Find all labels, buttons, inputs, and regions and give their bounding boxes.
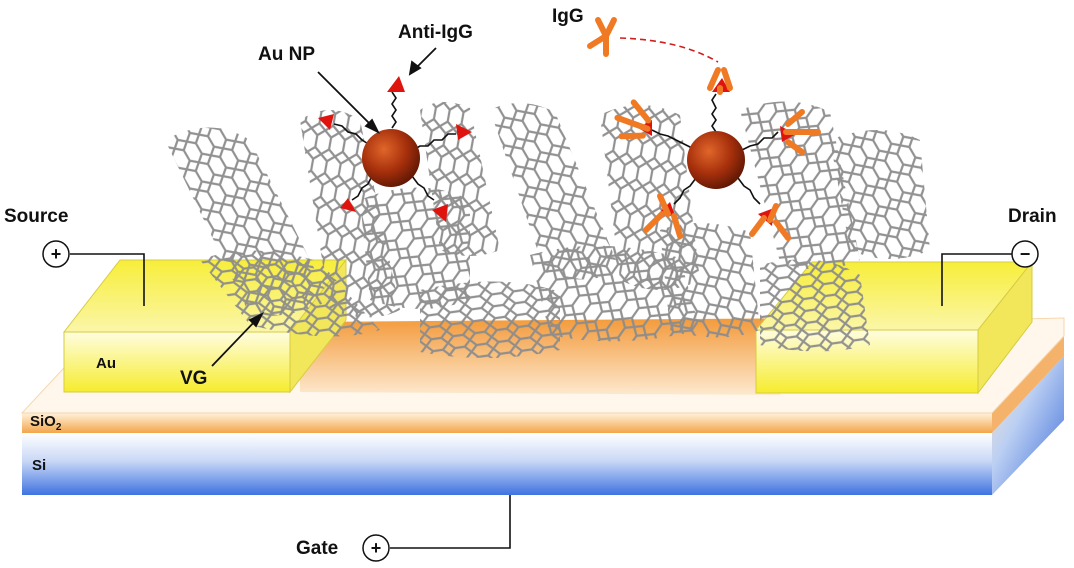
anti-igg-marker bbox=[340, 198, 356, 212]
svg-text:+: + bbox=[371, 538, 382, 558]
graphene-sheet bbox=[200, 250, 380, 337]
anti-igg-marker bbox=[318, 114, 334, 130]
gold-particle bbox=[362, 129, 420, 187]
anti-igg-marker bbox=[432, 204, 448, 222]
anti-igg-marker bbox=[456, 124, 472, 140]
drain-minus-icon bbox=[1011, 240, 1039, 268]
source-plus-icon bbox=[42, 240, 70, 268]
si-label: Si bbox=[32, 457, 46, 474]
si-substrate bbox=[22, 356, 1064, 495]
bound-igg-group bbox=[614, 67, 821, 241]
linker bbox=[391, 91, 397, 129]
linker bbox=[673, 177, 697, 205]
au-nanoparticle-1 bbox=[318, 76, 472, 222]
svg-text:−: − bbox=[1020, 244, 1031, 264]
igg-antibody-icon bbox=[643, 193, 683, 239]
svg-text:+: + bbox=[51, 244, 62, 264]
graphene-sheet bbox=[830, 130, 930, 259]
gate-label: Gate bbox=[296, 538, 338, 559]
graphene-sheet bbox=[740, 101, 860, 270]
au-label: Au bbox=[96, 355, 116, 372]
linker bbox=[351, 175, 373, 201]
drain-terminal: − bbox=[1011, 240, 1039, 268]
free-igg bbox=[587, 17, 617, 57]
drain-label: Drain bbox=[1008, 206, 1057, 227]
vertical-graphene-network bbox=[165, 101, 930, 359]
binding-arrow-dashed bbox=[619, 37, 719, 63]
igg-antibody-icon bbox=[749, 203, 791, 241]
igg-antibody-icon bbox=[614, 99, 652, 140]
linker bbox=[651, 129, 693, 149]
igg-antibody-icon bbox=[707, 67, 733, 95]
pointer-arrows bbox=[211, 47, 437, 367]
linker bbox=[412, 133, 456, 151]
sio2-label: SiO2 bbox=[30, 413, 62, 433]
igg-label: IgG bbox=[552, 6, 584, 27]
anti-igg-marker bbox=[387, 76, 405, 92]
gold-particle bbox=[687, 131, 745, 189]
igg-antibody-icon bbox=[783, 109, 821, 155]
source-terminal: + bbox=[42, 240, 70, 268]
anti-igg-marker bbox=[712, 78, 730, 92]
graphene-sheet bbox=[420, 281, 560, 359]
source-label: Source bbox=[4, 206, 68, 227]
igg-antibody-icon bbox=[587, 17, 617, 57]
linker bbox=[333, 123, 371, 146]
linker bbox=[737, 177, 761, 205]
linker bbox=[741, 131, 779, 151]
linker bbox=[711, 93, 717, 133]
vg-label: VG bbox=[180, 368, 207, 389]
circuit-wires bbox=[70, 253, 1012, 549]
au-np-label: Au NP bbox=[258, 44, 315, 65]
graphene-sheet bbox=[760, 259, 870, 352]
gate-plus-icon bbox=[362, 534, 390, 562]
graphene-sheet bbox=[490, 102, 620, 280]
linker bbox=[411, 175, 435, 201]
graphene-sheet bbox=[660, 222, 760, 338]
gate-terminal: + bbox=[362, 534, 390, 562]
anti-igg-label: Anti-IgG bbox=[398, 22, 473, 43]
